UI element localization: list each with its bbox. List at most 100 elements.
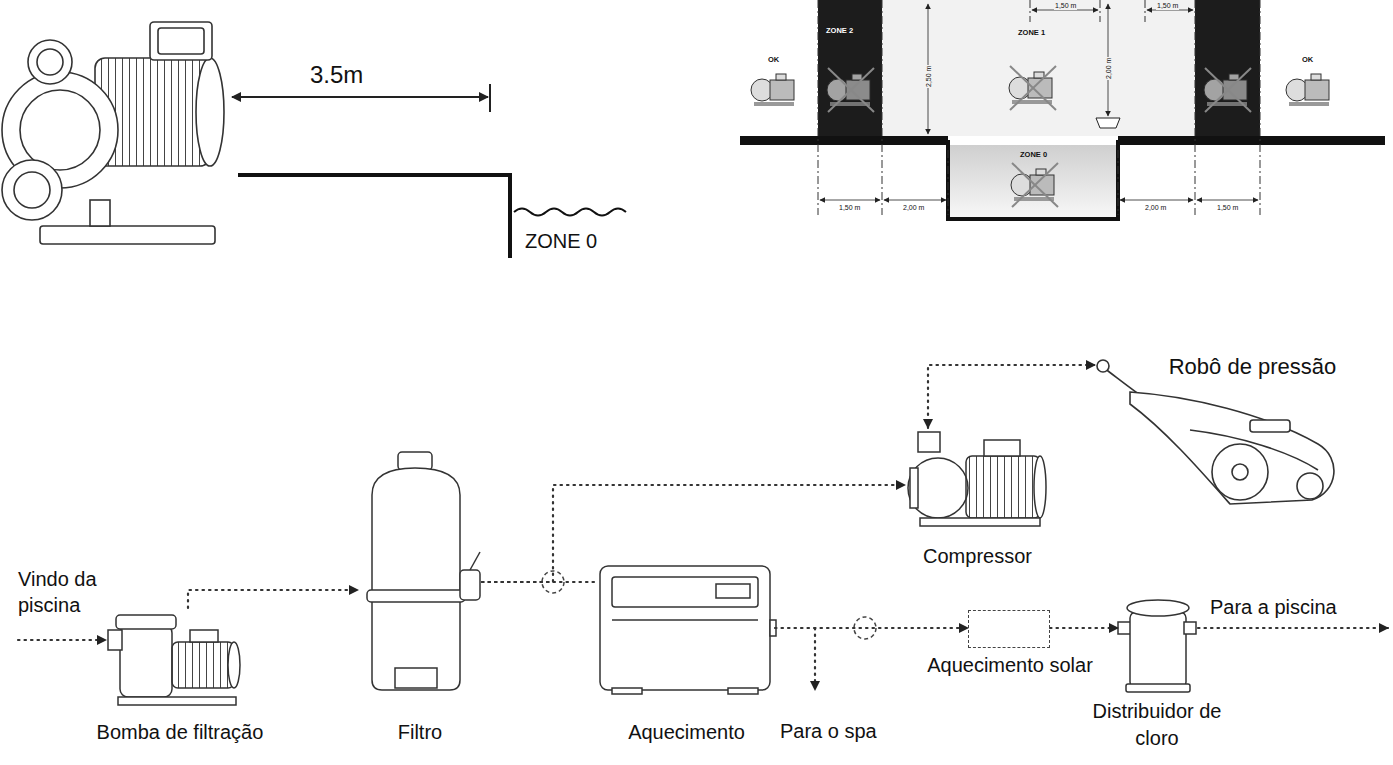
drawing-part [612,688,642,694]
distance-arrow [232,84,490,112]
node-label: Filtro [398,720,442,744]
drawing-part [150,22,212,60]
drawing-part [908,458,968,518]
flow-connector [482,485,905,582]
drawing-part [1197,200,1258,201]
node-label: Compressor [923,544,1032,568]
heater-illustration [600,566,776,694]
flow-label: Vindo da piscina [18,566,128,618]
drawing-part [818,0,882,136]
drawing-part [1212,444,1268,500]
drawing-part [1096,118,1120,128]
drawing-part [1097,360,1109,372]
dimension-label: 2,00 m [1144,203,1167,212]
filter-illustration [367,452,480,690]
flow-connector [188,590,358,608]
drawing-part [828,66,1251,207]
drawing-part [1130,392,1334,504]
drawing-part [37,49,63,75]
zone-label: ZONE 2 [826,26,853,35]
robot-illustration [1097,360,1334,504]
robot-node: Robô de pressão [1095,352,1340,506]
pump-node: Bomba de filtração [85,608,275,748]
flow-label: Para o spa [780,718,877,744]
drawing-part [2,160,62,220]
drawing-part [1286,74,1329,106]
node-label: Distribuidor de cloro [1092,698,1222,752]
drawing-part [120,625,172,697]
drawing-part [1297,473,1323,499]
drawing-part [966,456,1040,518]
chlorine-dispenser-illustration [1118,600,1196,692]
drawing-part [612,619,758,621]
drawing-part [190,630,218,642]
drawing-part [882,0,1195,136]
drawing-part [108,630,122,650]
drawing-part [1010,66,1056,110]
drawing-part [232,96,488,98]
drawing-part [1205,68,1251,112]
flow-connector [775,627,968,629]
node-label: Robô de pressão [1169,354,1337,380]
drawing-part [196,58,224,166]
drawing-part [884,200,946,201]
drawing-part [950,145,1116,217]
drawing-part [14,172,50,208]
drawing-part [600,566,770,690]
drawing-part [1195,0,1196,215]
dimension-label: 2,00 m [1104,57,1113,80]
drawing-part [910,468,918,508]
drawing-part [20,90,100,170]
drawing-part [1127,600,1189,616]
drawing-part [238,175,510,258]
zone-label: OK [768,55,779,64]
drawing-part [818,0,1260,215]
drawing-part [814,628,816,690]
zone-label: ZONE 0 [1020,150,1047,159]
drawing-part [172,642,234,688]
drawing-part [984,440,1020,456]
drawing-part [116,615,176,629]
distance-label: 3.5m [310,62,363,88]
drawing-part [948,140,1118,219]
drawing-part [828,68,874,112]
drawing-part [90,200,110,226]
drawing-part [1118,136,1385,145]
drawing-part [918,432,940,452]
zones-diagram [740,0,1385,219]
drawing-part [751,74,794,106]
drawing-part [740,136,948,145]
heater-node: Aquecimento [598,560,775,748]
flow-label: Para a piscina [1210,594,1337,620]
dimension-label: 2,00 m [902,203,925,212]
vindo-arrow [18,640,106,641]
drawing-part [1126,684,1190,692]
drawing-part [818,0,819,215]
drawing-part [1030,0,1031,22]
drawing-part [1012,163,1058,207]
drawing-part [395,668,437,688]
drawing-part [820,200,880,201]
dimension-label: 1,50 m [1216,203,1239,212]
filter-node: Filtro [358,452,482,748]
spa-arrow [815,628,816,690]
drawing-part [1250,420,1290,432]
drawing-part [1184,622,1196,634]
drawing-part [1120,200,1193,201]
drawing-part [118,697,236,705]
drawing-part [728,688,758,694]
solar-heater-node: Aquecimento solar [968,610,1050,648]
drawing-part [716,584,750,598]
drawing-part [612,577,758,607]
drawing-part [1198,627,1388,629]
pool-pump-illustration [2,22,224,244]
drawing-part [920,518,1040,526]
zone-label: ZONE 0 [525,228,597,254]
dimension-label: 1,50 m [1156,1,1179,10]
drawing-part [948,150,949,215]
zone-label: ZONE 1 [1018,28,1045,37]
drawing-part [158,28,204,54]
